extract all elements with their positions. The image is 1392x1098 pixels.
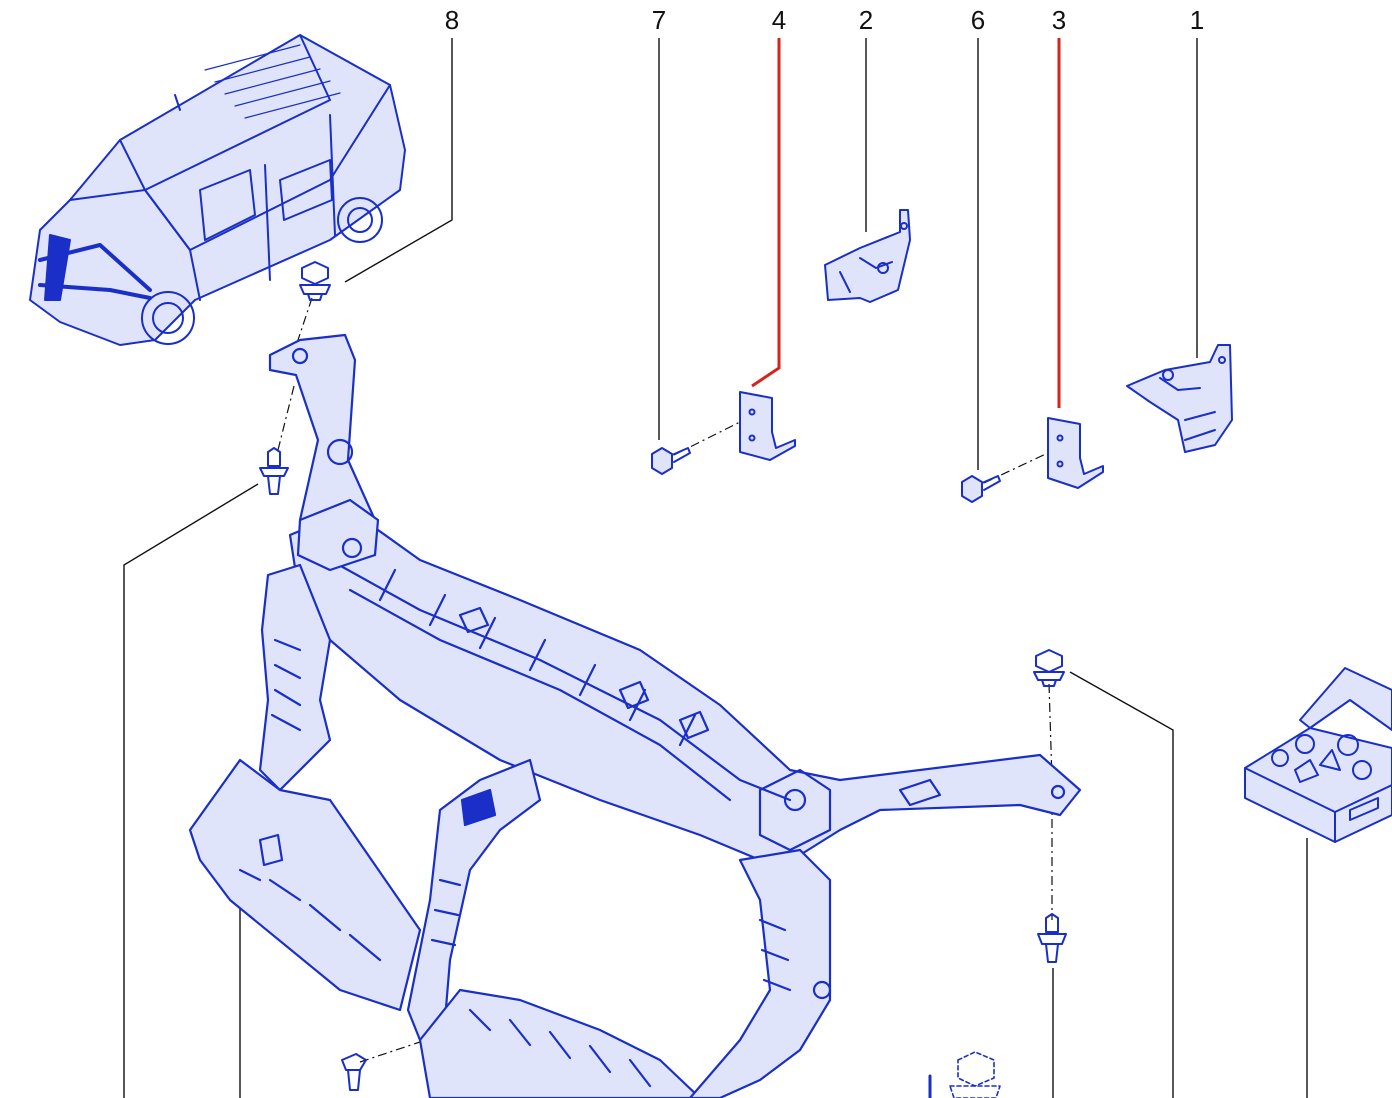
callout-number-7[interactable]: 7 bbox=[652, 5, 666, 35]
bolt-part-6 bbox=[961, 475, 1001, 503]
clip-fastener-top-left bbox=[299, 261, 331, 301]
front-end-carrier-frame bbox=[188, 333, 1082, 1098]
leader-line-frame-left bbox=[123, 483, 259, 1098]
leader-line-4-highlighted bbox=[751, 38, 781, 388]
clip-fastener-right bbox=[1033, 649, 1065, 687]
bracket-part-4 bbox=[739, 391, 796, 461]
callout-number-6[interactable]: 6 bbox=[971, 5, 985, 35]
callout-number-1[interactable]: 1 bbox=[1190, 5, 1204, 35]
nut-bottom-center bbox=[949, 1051, 1001, 1098]
bracket-part-2 bbox=[824, 209, 911, 303]
callout-number-8[interactable]: 8 bbox=[445, 5, 459, 35]
fastener-kit-box bbox=[1244, 667, 1392, 843]
bracket-part-3 bbox=[1047, 417, 1104, 489]
van-locator-icon bbox=[29, 34, 406, 346]
push-rivet-bottom-left bbox=[341, 1053, 367, 1091]
leader-lines bbox=[123, 38, 1308, 1098]
push-rivet-right bbox=[1037, 913, 1067, 963]
leader-line-8 bbox=[344, 38, 453, 283]
callout-number-2[interactable]: 2 bbox=[859, 5, 873, 35]
callout-number-4[interactable]: 4 bbox=[772, 5, 786, 35]
bracket-part-1 bbox=[1126, 344, 1233, 453]
push-rivet-left bbox=[259, 447, 289, 495]
callout-number-3[interactable]: 3 bbox=[1052, 5, 1066, 35]
bolt-part-7 bbox=[651, 447, 691, 475]
leader-line-right-clip bbox=[1069, 671, 1174, 1098]
